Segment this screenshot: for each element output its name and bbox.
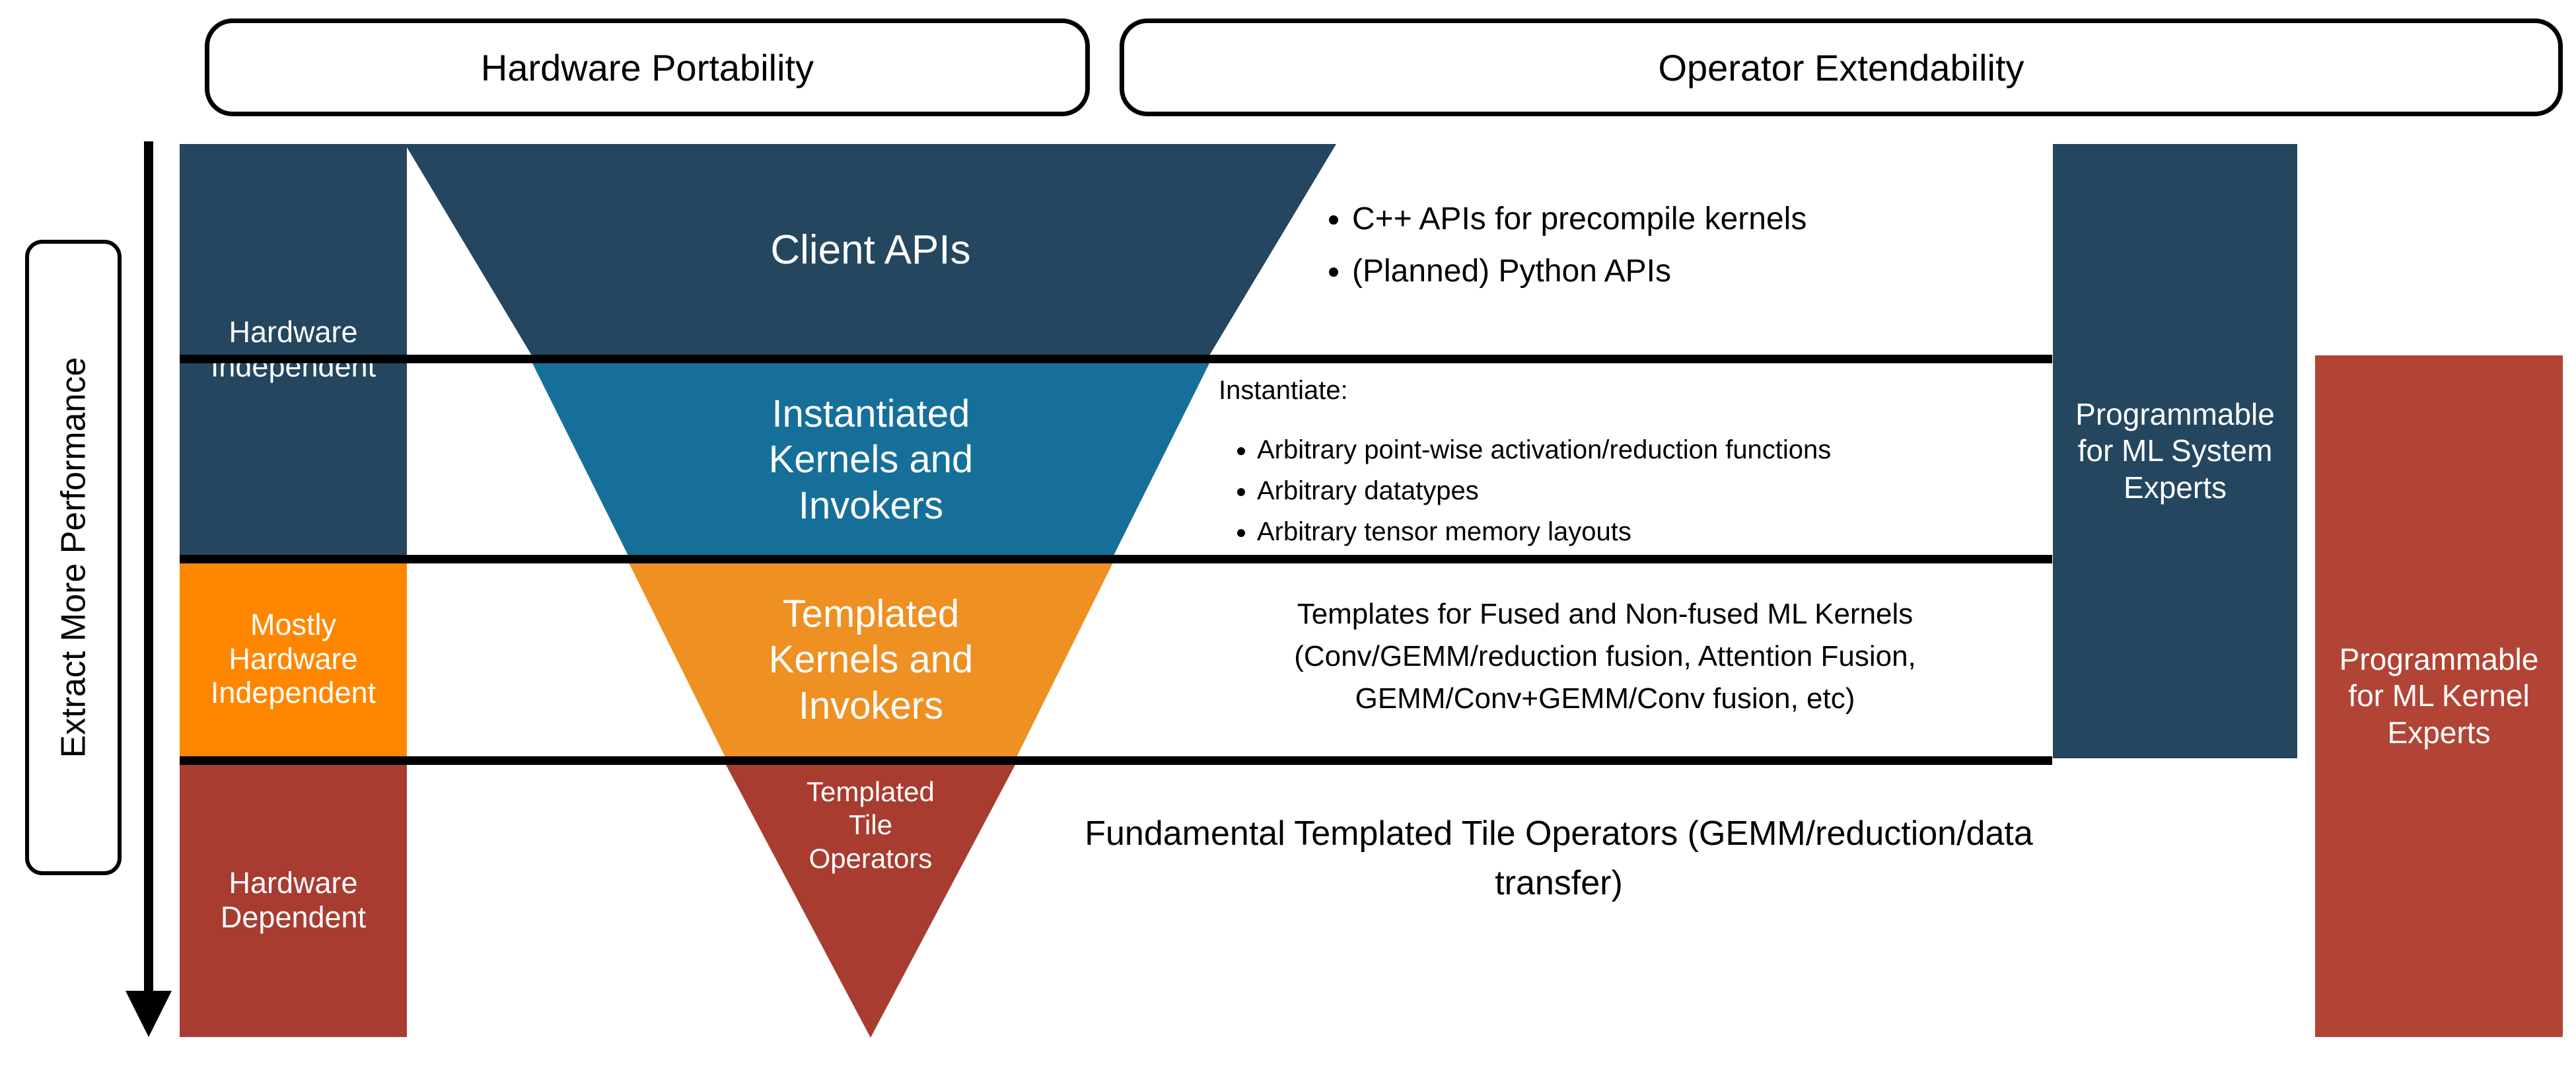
- list-item: C++ APIs for precompile kernels: [1352, 198, 2024, 241]
- funnel-layer-client-apis: Client APIs: [405, 144, 1336, 357]
- header-operator-extendability-label: Operator Extendability: [1658, 46, 2024, 89]
- divider-line-1: [180, 355, 2052, 363]
- down-arrow-icon: [144, 141, 153, 1000]
- divider-line-3: [180, 756, 2052, 765]
- list-item: (Planned) Python APIs: [1352, 250, 2024, 293]
- header-hardware-portability: Hardware Portability: [205, 18, 1090, 116]
- instantiate-bullet-list: Arbitrary point-wise activation/reductio…: [1219, 433, 2044, 549]
- down-arrow-head-icon: [125, 991, 172, 1037]
- list-item: Arbitrary datatypes: [1257, 474, 2044, 508]
- performance-axis-label: Extract More Performance: [54, 357, 92, 758]
- divider-line-2: [180, 555, 2052, 563]
- header-operator-extendability: Operator Extendability: [1120, 18, 2563, 116]
- client-apis-bullet-list: C++ APIs for precompile kernels (Planned…: [1311, 198, 2024, 293]
- description-templated-kernels: Templates for Fused and Non-fused ML Ker…: [1294, 598, 1916, 715]
- list-item: Arbitrary tensor memory layouts: [1257, 515, 2044, 549]
- description-client-apis: C++ APIs for precompile kernels (Planned…: [1311, 198, 2024, 303]
- instantiate-lead-label: Instantiate:: [1219, 376, 1348, 405]
- funnel-layer-client-apis-label: Client APIs: [770, 227, 971, 273]
- list-item: Arbitrary point-wise activation/reductio…: [1257, 433, 2044, 467]
- description-fundamental-tile-operators: Fundamental Templated Tile Operators (GE…: [1085, 814, 2033, 903]
- header-hardware-portability-label: Hardware Portability: [480, 46, 814, 89]
- description-instantiated-kernels: Instantiate: Arbitrary point-wise activa…: [1219, 373, 2044, 556]
- performance-axis-box: Extract More Performance: [25, 240, 122, 875]
